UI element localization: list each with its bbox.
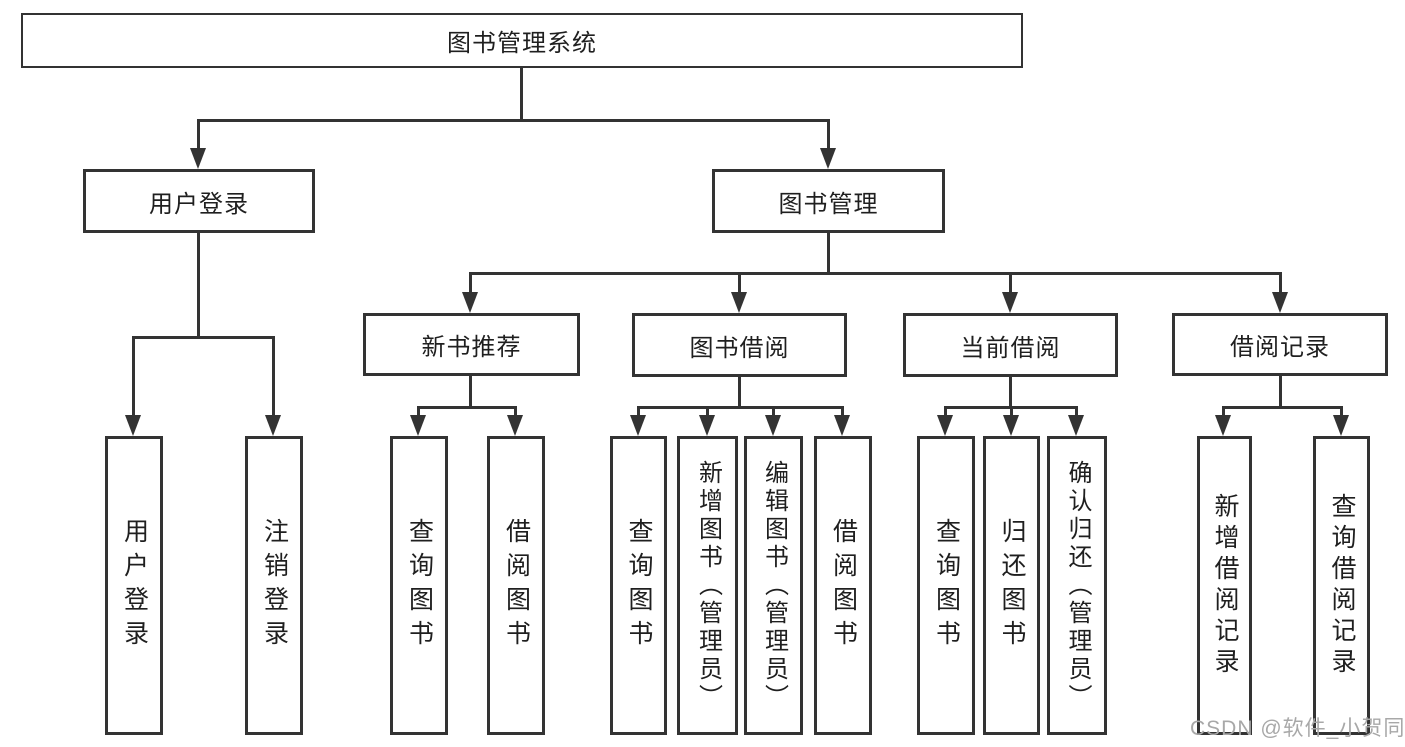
connector-drop-leaf: [841, 406, 844, 416]
node-current-borrow: 当前借阅: [903, 313, 1118, 377]
arrow-down-icon: [1068, 415, 1084, 436]
leaf-edit-books-admin: 编辑图书（管理员）: [744, 436, 803, 735]
leaf-borrow-books: 借阅图书: [814, 436, 872, 735]
arrow-down-icon: [410, 415, 426, 436]
arrow-down-icon: [1215, 415, 1231, 436]
arrow-down-icon: [699, 415, 715, 436]
leaf-query-books-recommend: 查询图书: [390, 436, 448, 735]
leaf-label: 新增借阅记录: [1211, 492, 1239, 679]
connector-drop-level3: [738, 272, 741, 293]
arrow-down-icon: [1333, 415, 1349, 436]
leaf-add-borrow-record: 新增借阅记录: [1197, 436, 1252, 735]
leaf-label: 查询图书: [932, 517, 961, 654]
connector-new-book-bus: [417, 406, 517, 409]
leaf-label: 用户登录: [120, 517, 149, 654]
connector-current-borrow-stem: [1009, 376, 1012, 406]
connector-borrow-records-bus: [1222, 406, 1343, 409]
connector-drop-level3: [1279, 272, 1282, 293]
leaf-label: 借阅图书: [829, 517, 858, 654]
leaf-label: 注销登录: [260, 517, 289, 654]
arrow-down-icon: [765, 415, 781, 436]
connector-drop-leaf: [132, 336, 135, 416]
arrow-down-icon: [507, 415, 523, 436]
node-label: 当前借阅: [960, 334, 1061, 362]
connector-drop-leaf: [1222, 406, 1225, 416]
connector-drop-leaf: [1340, 406, 1343, 416]
leaf-confirm-return-admin: 确认归还（管理员）: [1047, 436, 1107, 735]
connector-new-book-stem: [469, 376, 472, 406]
leaf-label: 新增图书（管理员）: [694, 459, 722, 712]
connector-book-borrow-bus: [637, 406, 844, 409]
connector-drop-level3: [1009, 272, 1012, 293]
node-label: 借阅记录: [1230, 334, 1330, 361]
leaf-label: 确认归还（管理员）: [1064, 459, 1091, 712]
connector-drop-leaf: [944, 406, 947, 416]
node-book-management: 图书管理: [712, 169, 945, 233]
connector-drop-book-management: [827, 119, 830, 150]
arrow-down-icon: [1002, 292, 1018, 313]
node-label: 用户登录: [149, 190, 249, 218]
arrow-down-icon: [1272, 292, 1288, 313]
arrow-down-icon: [834, 415, 850, 436]
connector-borrow-records-stem: [1279, 376, 1282, 406]
leaf-return-books: 归还图书: [983, 436, 1040, 735]
connector-drop-leaf: [772, 406, 775, 416]
connector-book-management-bus: [469, 272, 1282, 275]
connector-drop-leaf: [706, 406, 709, 416]
node-book-borrow: 图书借阅: [632, 313, 847, 377]
node-label: 新书推荐: [421, 334, 522, 361]
connector-drop-leaf: [637, 406, 640, 416]
arrow-down-icon: [190, 148, 206, 169]
connector-user-login-bus: [132, 336, 275, 339]
connector-drop-leaf: [1075, 406, 1078, 416]
leaf-query-borrow-record: 查询借阅记录: [1313, 436, 1370, 735]
connector-drop-user-login: [197, 119, 200, 150]
leaf-add-books-admin: 新增图书（管理员）: [677, 436, 738, 735]
leaf-label: 借阅图书: [502, 517, 531, 654]
arrow-down-icon: [820, 148, 836, 169]
leaf-label: 编辑图书（管理员）: [760, 459, 788, 712]
arrow-down-icon: [630, 415, 646, 436]
connector-drop-level3: [469, 272, 472, 293]
node-label: 图书借阅: [689, 334, 790, 362]
arrow-down-icon: [731, 292, 747, 313]
watermark-text: CSDN @软件_小贺同学: [1190, 717, 1405, 740]
leaf-label: 归还图书: [998, 517, 1026, 654]
leaf-label: 查询借阅记录: [1328, 492, 1356, 679]
node-label: 图书管理: [778, 190, 879, 218]
leaf-label: 查询图书: [625, 517, 653, 654]
connector-drop-leaf: [272, 336, 275, 416]
leaf-label: 查询图书: [405, 517, 434, 654]
connector-drop-leaf: [1010, 406, 1013, 416]
connector-root-bus: [197, 119, 830, 122]
leaf-logout: 注销登录: [245, 436, 303, 735]
node-user-login: 用户登录: [83, 169, 315, 233]
node-new-book-recommend: 新书推荐: [363, 313, 580, 376]
connector-drop-leaf: [417, 406, 420, 416]
arrow-down-icon: [125, 415, 141, 436]
arrow-down-icon: [1003, 415, 1019, 436]
arrow-down-icon: [265, 415, 281, 436]
connector-book-borrow-stem: [738, 376, 741, 406]
arrow-down-icon: [937, 415, 953, 436]
leaf-query-books-current: 查询图书: [917, 436, 975, 735]
leaf-user-login: 用户登录: [105, 436, 163, 735]
connector-user-login-stem: [197, 233, 200, 336]
node-borrow-records: 借阅记录: [1172, 313, 1388, 376]
connector-drop-leaf: [514, 406, 517, 416]
connector-root-stem: [520, 68, 523, 119]
connector-book-management-stem: [827, 233, 830, 272]
leaf-query-books-borrow: 查询图书: [610, 436, 667, 735]
node-library-system: 图书管理系统: [21, 13, 1023, 68]
node-label: 图书管理系统: [447, 30, 597, 57]
arrow-down-icon: [462, 292, 478, 313]
leaf-borrow-books-recommend: 借阅图书: [487, 436, 545, 735]
